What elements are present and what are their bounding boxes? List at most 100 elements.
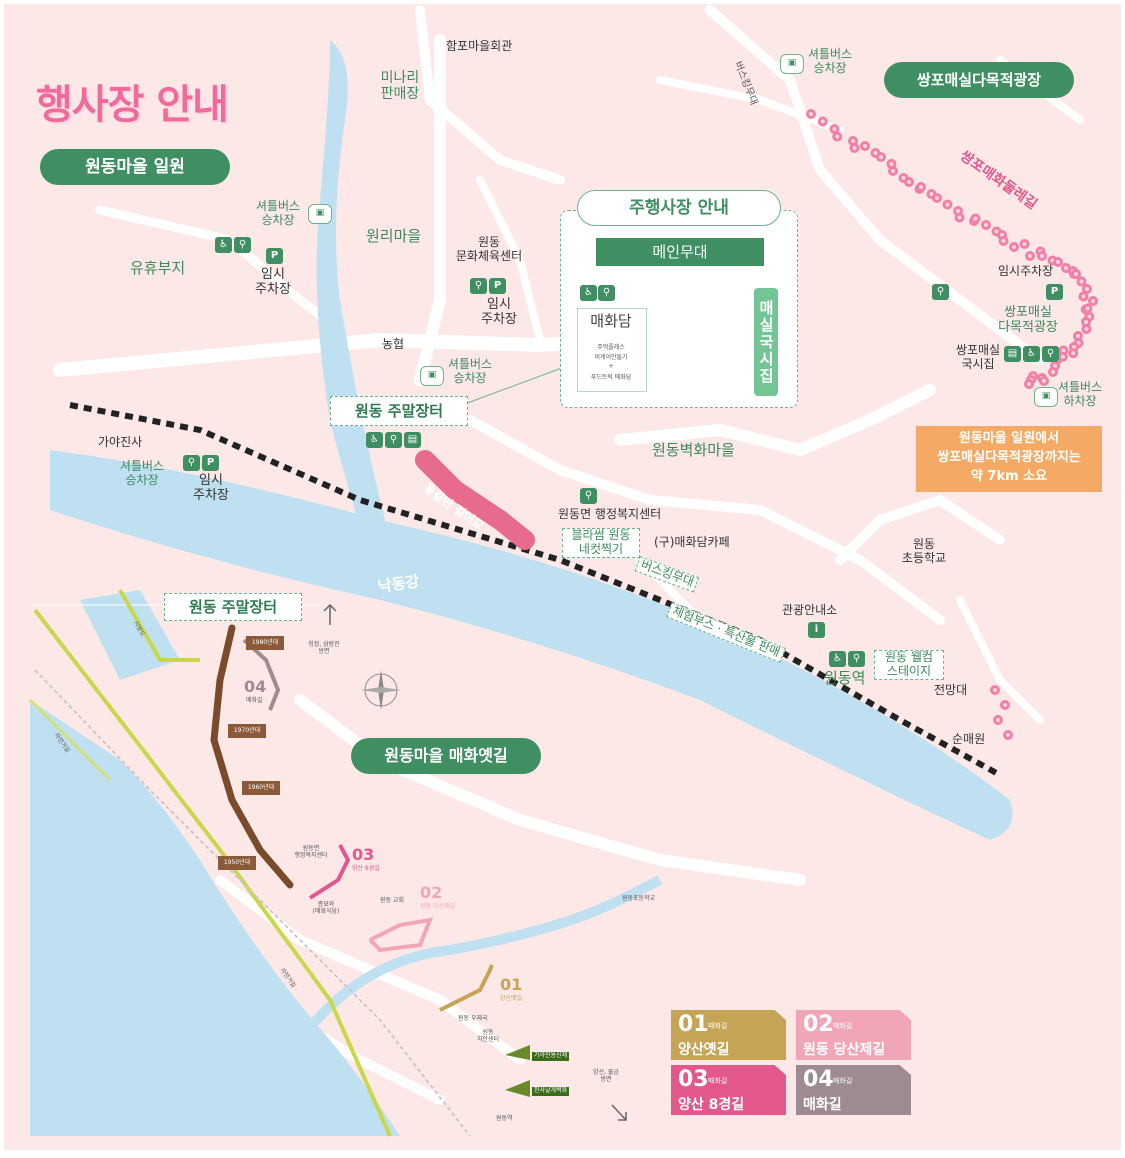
- maehwadang-sub1: 주먹플레스: [597, 344, 625, 351]
- temp-parking-gaya-label: 임시 주차장: [193, 473, 229, 503]
- trail-01-path: [439, 964, 494, 1012]
- trail-04-path: [210, 624, 294, 889]
- maehwadang-sub2: 비게이만들기: [594, 354, 628, 361]
- southeast-arrow-icon: [611, 1104, 627, 1121]
- page-title: 행사장 안내: [36, 82, 229, 128]
- accessible-icon-left: ♿: [215, 237, 232, 253]
- inset-road-3: [28, 698, 112, 782]
- byeokhwa-label: 원동벽화마을: [652, 441, 735, 459]
- restroom-icon: ♿: [580, 285, 597, 301]
- gate1-marker: [505, 1045, 530, 1060]
- blossom-mark: [817, 116, 828, 127]
- route-box-01-sub: 매화길: [708, 1022, 728, 1030]
- compass-icon: [361, 670, 401, 710]
- shuttle-icon-top: ▣: [780, 54, 804, 74]
- section-wondong: 원동마을 일원: [40, 149, 230, 185]
- hampo-hall-label: 함포마을회관: [446, 39, 513, 53]
- maehwadang-sub3: 푸드트럭 매화담: [590, 374, 632, 381]
- route02-num: 02: [420, 883, 443, 902]
- route03-sub: 양산 8경길: [352, 865, 380, 872]
- admin-center-label: 원동면 행정복지센터: [558, 507, 662, 521]
- blossom-mark: [993, 715, 1003, 725]
- era-1960-card: 1960년대: [242, 781, 280, 795]
- main-stage: 메인무대: [596, 238, 764, 266]
- trail-station-label: 원동역: [496, 1115, 513, 1122]
- blossom-mark: [832, 131, 843, 142]
- shuttle-icon-center: ▣: [420, 366, 444, 386]
- main-event-title: 주행사장 안내: [577, 190, 781, 226]
- trail-direction2-label: 양산, 물금 방면: [593, 1069, 619, 1083]
- blossom-mark: [1081, 324, 1092, 334]
- gayajinsa-label: 가야진사: [98, 435, 143, 449]
- inset-connector: [461, 364, 571, 406]
- accessible-icon-station: ♿: [829, 651, 846, 667]
- wonri-label: 원리마을: [366, 227, 422, 245]
- nakdong-river: [50, 450, 1013, 840]
- roads: [53, 5, 1084, 1105]
- flower-walk-path: [415, 450, 535, 550]
- store-icon-right: ▤: [1004, 346, 1021, 362]
- trail-gate2-label: 천사날개벽화: [532, 1087, 570, 1096]
- shuttle-left-label: 셔틀버스 승차장: [255, 199, 301, 227]
- blossom-mark: [942, 199, 953, 210]
- shuttle-drop-label: 셔틀버스 하차장: [1057, 380, 1103, 408]
- route-box-04-num: 04: [803, 1067, 834, 1092]
- blossom-mark: [1048, 367, 1058, 377]
- gate2-marker: [505, 1080, 530, 1097]
- blossom-mark: [932, 193, 942, 203]
- section-ssangpo: 쌍포매실다목적광장: [884, 62, 1074, 98]
- route-box-01: 01 매화길 양산옛길: [671, 1010, 786, 1060]
- era-1950-card: 1950년대: [218, 856, 256, 870]
- trail-03-path: [308, 844, 351, 900]
- blossom-mark: [1039, 376, 1049, 386]
- maehwadang-box: [577, 308, 647, 392]
- maehwadang-label: 매화담: [590, 312, 632, 330]
- inset-stream: [296, 875, 663, 1044]
- route03-num: 03: [352, 845, 375, 864]
- sunmaewon-label: 순매원: [952, 732, 986, 746]
- blossom-mark: [981, 220, 991, 230]
- info-icon: i: [808, 622, 825, 638]
- blossom-mark: [1078, 291, 1089, 302]
- restroom-icon-right2: ⚲: [1042, 346, 1059, 362]
- blossom-mark: [1082, 303, 1093, 314]
- temp-parking-left-label: 임시 주차장: [255, 267, 291, 297]
- blossom-mark: [990, 685, 1000, 695]
- temp-parking-right-label: 임시주차장: [998, 264, 1054, 278]
- nonghyup-label: 농협: [382, 337, 405, 351]
- inset-river-bank: [80, 590, 180, 680]
- blossom-mark: [876, 152, 886, 162]
- blossom-mark: [849, 143, 860, 153]
- inset-road-yellow: [33, 608, 392, 1137]
- section-maehwa-trail: 원동마을 매화옛길: [351, 738, 541, 774]
- welcome-stage-label: 원동 웰컴 스테이지: [874, 650, 944, 680]
- route04-num: 04: [244, 677, 267, 696]
- shuttle-icon-drop: ▣: [1034, 387, 1058, 407]
- trail-admin-label: 원동면 행정복지센터: [294, 845, 328, 859]
- stream: [316, 40, 400, 565]
- wondong-station-label: 원동역: [824, 669, 866, 687]
- accessible-icon-right: ♿: [1023, 346, 1040, 362]
- toilet-icon: ⚲: [598, 285, 615, 301]
- route-box-02-name: 원동 당산제길: [803, 1042, 886, 1058]
- blossom-mark: [954, 212, 965, 223]
- blossom-mark: [860, 141, 870, 151]
- route-box-02-num: 02: [803, 1012, 834, 1037]
- restroom-icon-station: ⚲: [848, 651, 865, 667]
- tourist-info-label: 관광안내소: [782, 603, 838, 617]
- trail-clinic-label: 원동 치안센터: [476, 1029, 500, 1043]
- blossom-mark: [1025, 251, 1035, 261]
- parking-icon-center: P: [489, 278, 506, 294]
- blossom-mark: [1068, 348, 1079, 359]
- restroom-icon-center: ⚲: [470, 278, 487, 294]
- restroom-icon-left: ⚲: [234, 237, 251, 253]
- trail-04-loop: [242, 638, 281, 711]
- blossom-mark: [970, 213, 981, 224]
- blossom-mark: [1000, 700, 1010, 710]
- blossom-mark: [998, 236, 1009, 246]
- distance-note: 원동마을 일원에서 쌍포매실다목적광장까지는 약 7km 소요: [916, 426, 1102, 492]
- trail-church-label: 원동 교회: [380, 897, 404, 904]
- shuttle-top-label: 셔틀버스 승차장: [807, 47, 853, 75]
